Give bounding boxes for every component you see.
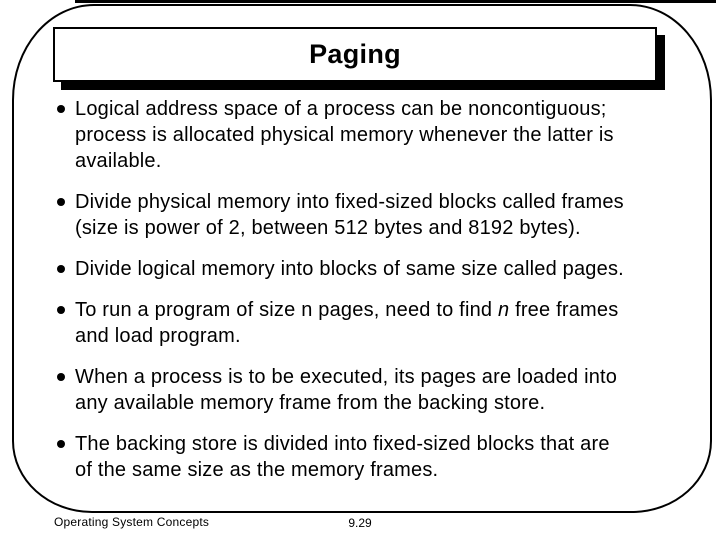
title-box: Paging — [53, 27, 657, 82]
bullet-icon — [57, 440, 65, 448]
bullet-text: Divide logical memory into blocks of sam… — [75, 258, 624, 280]
bullet-item: Logical address space of a process can b… — [55, 96, 669, 174]
bullet-item: The backing store is divided into fixed-… — [55, 431, 669, 483]
bullet-text: When a process is to be executed, its pa… — [75, 366, 618, 414]
bullet-item: When a process is to be executed, its pa… — [55, 364, 669, 416]
bullet-list: Logical address space of a process can b… — [55, 96, 669, 498]
bullet-text: The backing store is divided into fixed-… — [75, 433, 610, 481]
bullet-icon — [57, 198, 65, 206]
bullet-icon — [57, 306, 65, 314]
bullet-text: Divide physical memory into fixed-sized … — [75, 191, 624, 239]
bullet-item: Divide physical memory into fixed-sized … — [55, 189, 669, 241]
bullet-icon — [57, 265, 65, 273]
slide-border-frame — [12, 4, 712, 513]
bullet-text: To run a program of size n pages, need t… — [75, 299, 619, 347]
top-edge-bar — [75, 0, 716, 3]
footer-book-title: Operating System Concepts — [54, 515, 210, 529]
page-title: Paging — [309, 39, 401, 69]
footer-page-number: 9.29 — [348, 516, 372, 530]
bullet-item: To run a program of size n pages, need t… — [55, 297, 669, 349]
bullet-text: Logical address space of a process can b… — [75, 98, 614, 172]
bullet-icon — [57, 373, 65, 381]
bullet-icon — [57, 105, 65, 113]
bullet-item: Divide logical memory into blocks of sam… — [55, 256, 669, 282]
